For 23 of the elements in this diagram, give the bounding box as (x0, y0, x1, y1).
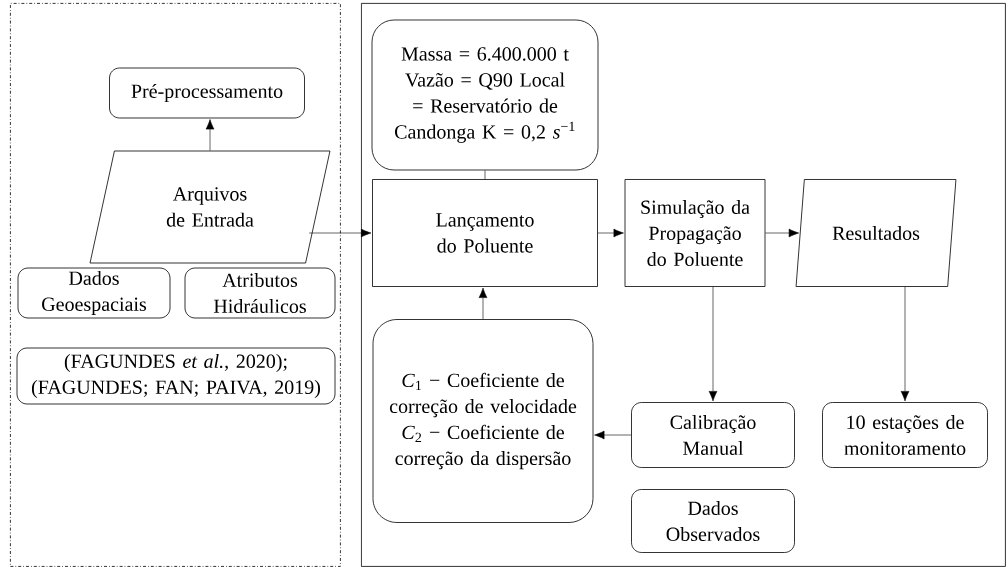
panel-frame (361, 3, 1006, 567)
rounded-box: C$_{1}$ − Coeficiente de correção de velocidade C$_{2}$ − Coeficiente de correção da dispersão (372, 319, 594, 523)
rounded-box: Dados Observados (631, 489, 795, 553)
process-box: Lançamento do Poluente (372, 179, 598, 287)
data-parallelogram: Resultados (795, 179, 957, 287)
arrow (597, 228, 624, 238)
rounded-box: Atributos Hidráulicos (184, 267, 336, 319)
arrow (308, 228, 372, 238)
rounded-box: Calibração Manual (631, 402, 795, 468)
arrow (205, 119, 215, 151)
arrow (478, 287, 488, 320)
arrow (900, 286, 910, 402)
rounded-box: Dados Geoespaciais (17, 267, 171, 319)
arrow (765, 228, 799, 238)
rounded-box: 10 estações de monitoramento (822, 402, 988, 468)
process-box: Simulação da Propagação do Poluente (624, 179, 766, 287)
rounded-box: (FAGUNDES et al., 2020); (FAGUNDES; FAN; PAIVA, 2019) (16, 347, 336, 405)
rounded-box: Massa = 6.400.000 t Vazão = Q90 Local = Reservatório de Candonga K = 0,2 s$^{−1}$ (371, 19, 599, 171)
arrow (708, 286, 718, 402)
panel-frame (10, 3, 341, 567)
rounded-box: Pré-processamento (109, 67, 305, 119)
data-parallelogram: Arquivos de Entrada (89, 150, 331, 264)
arrow (594, 430, 632, 440)
